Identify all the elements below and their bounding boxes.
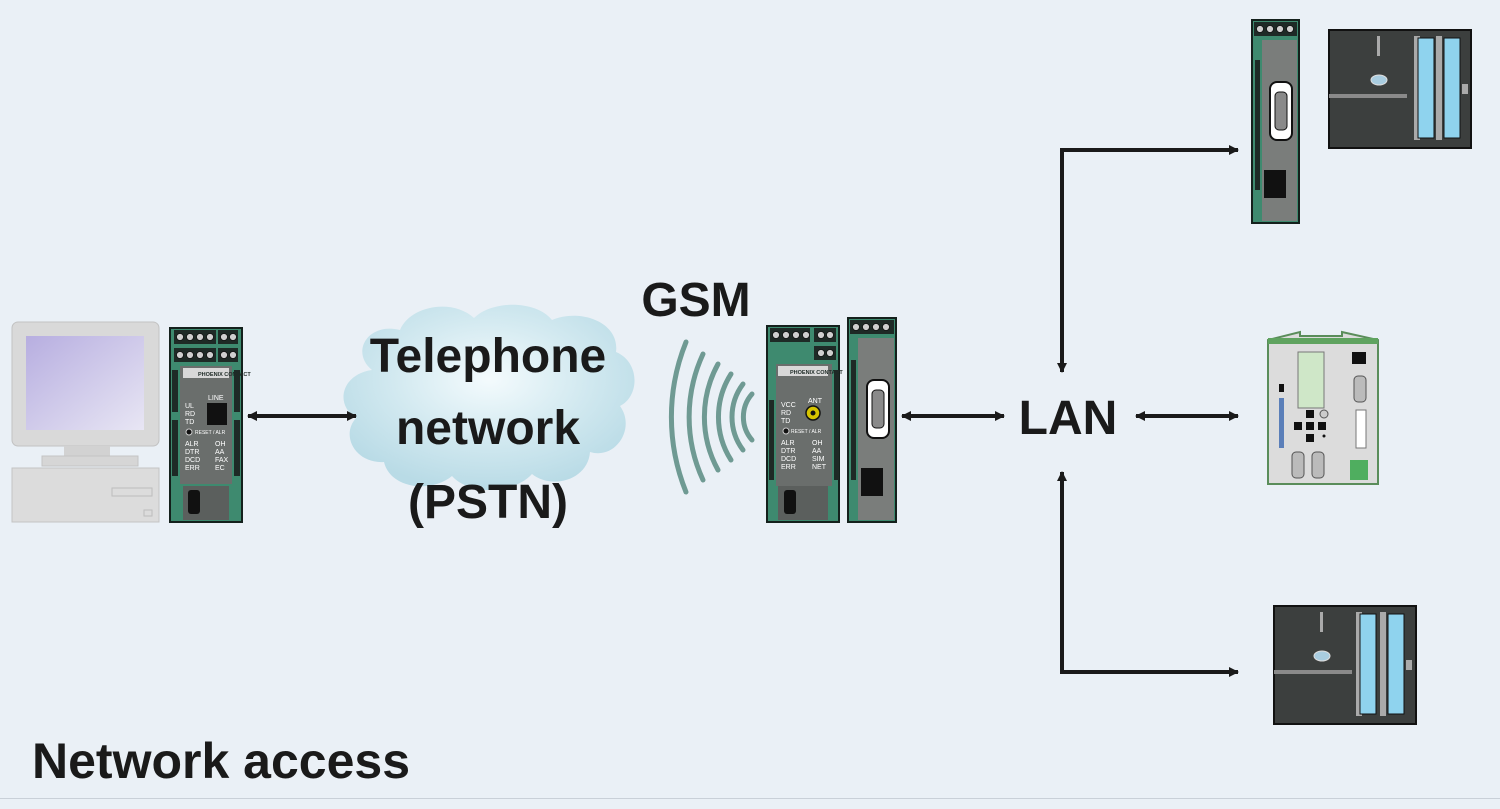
lan-label: LAN [1019, 392, 1118, 445]
pstn-label-line1: Telephone [370, 330, 606, 383]
led-label: AA [215, 449, 225, 456]
ethernet-module-device [847, 317, 897, 523]
led-label: RD [185, 411, 195, 418]
gsm-label: GSM [641, 274, 750, 327]
arrow-lan-bottom [1057, 471, 1239, 677]
pstn-label-line3: (PSTN) [408, 476, 568, 529]
led-label: UL [185, 403, 194, 410]
led-label: VCC [781, 402, 796, 409]
pstn-label-line2: network [396, 402, 580, 455]
divider [0, 798, 1500, 799]
led-label: EC [215, 465, 225, 472]
reset-label: RESET / ALR [195, 430, 226, 436]
led-label: TD [185, 419, 194, 426]
led-label: NET [812, 464, 827, 471]
led-label: TD [781, 418, 790, 425]
led-label: ALR [185, 441, 199, 448]
wireless-waves-icon [668, 339, 755, 495]
led-label: RD [781, 410, 791, 417]
led-label: AA [812, 448, 822, 455]
led-label: DCD [781, 456, 796, 463]
top-plc-device [1328, 29, 1472, 149]
led-label: OH [215, 441, 226, 448]
modem-line-port-label: LINE [208, 395, 224, 402]
diagram-title: Network access [32, 733, 411, 789]
bottom-plc-device [1273, 605, 1417, 725]
antenna-label: ANT [808, 398, 823, 405]
top-ethernet-module-device [1251, 19, 1300, 224]
gsm-modem-device: PHOENIX CONTACT ANT VCC RD TD RESET / AL… [766, 325, 843, 523]
controller-device [1267, 330, 1379, 485]
reset-label: RESET / ALR [791, 429, 822, 435]
led-label: FAX [215, 457, 229, 464]
led-label: ALR [781, 440, 795, 447]
modem-brand-label: PHOENIX CONTACT [198, 372, 251, 378]
led-label: DCD [185, 457, 200, 464]
modem-brand-label: PHOENIX CONTACT [790, 370, 843, 376]
led-label: DTR [185, 449, 199, 456]
arrow-lan-top [1057, 145, 1239, 373]
led-label: ERR [781, 464, 796, 471]
led-label: ERR [185, 465, 200, 472]
computer-icon [11, 321, 160, 523]
telephone-network-cloud [343, 304, 635, 491]
led-label: OH [812, 440, 823, 447]
connection-arrows [247, 145, 1239, 677]
led-label: SIM [812, 456, 825, 463]
led-label: DTR [781, 448, 795, 455]
analog-modem-device: PHOENIX CONTACT LINE UL RD TD RESET / AL… [169, 327, 251, 523]
